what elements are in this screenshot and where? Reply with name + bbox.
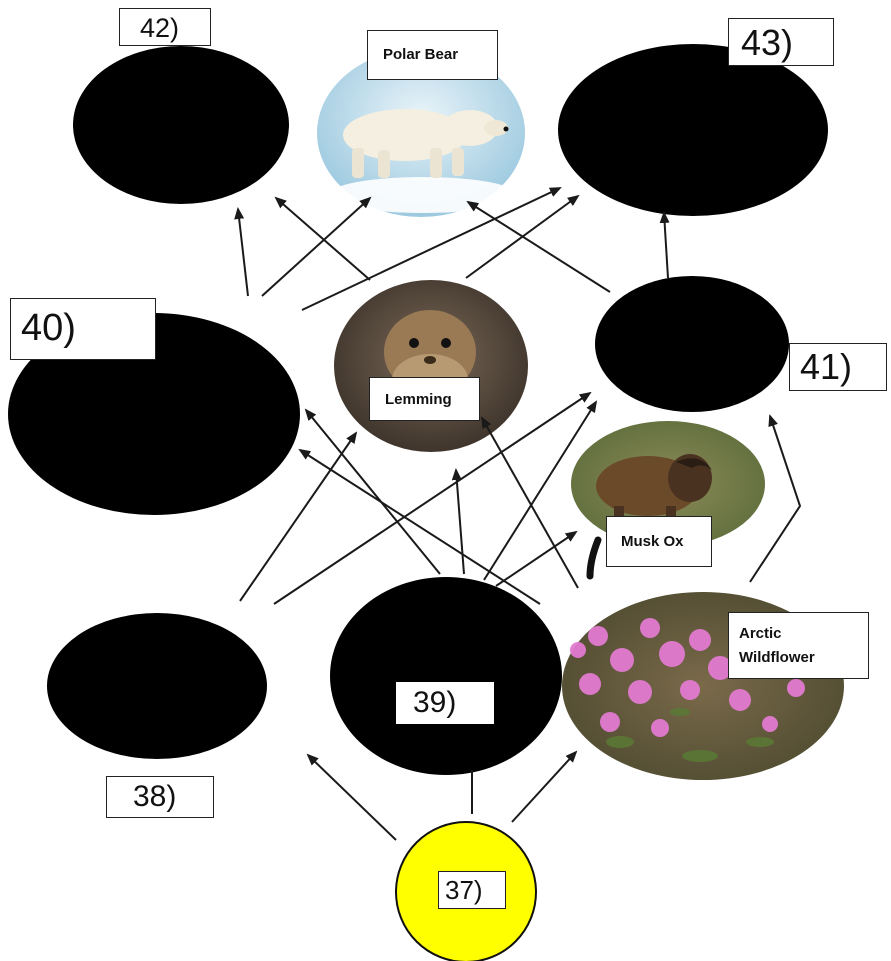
arrow <box>304 408 441 575</box>
arrow <box>261 196 372 297</box>
arrow <box>301 187 562 311</box>
musk-ox-picture <box>571 421 765 580</box>
node-41-blank <box>595 276 789 412</box>
label-37: 37) <box>445 875 483 905</box>
arctic-wildflower-label-line2: Wildflower <box>739 649 815 666</box>
arrow <box>481 416 579 589</box>
label-box-37: 37) <box>438 871 506 909</box>
arrow <box>273 391 592 605</box>
label-43: 43) <box>741 22 794 63</box>
lemming-label: Lemming <box>385 391 452 408</box>
arrow <box>451 468 465 575</box>
node-38-blank <box>47 613 267 759</box>
lemming-picture <box>334 280 528 452</box>
arrow <box>306 753 397 841</box>
musk-ox-label: Musk Ox <box>621 533 684 550</box>
arrow <box>234 207 249 297</box>
label-38: 38) <box>133 780 177 813</box>
arrow <box>274 196 371 281</box>
arrow <box>495 530 578 587</box>
label-box-41: 41) <box>789 343 887 391</box>
node-42-blank <box>73 46 289 204</box>
polar-bear-label-box: Polar Bear <box>367 30 498 80</box>
label-box-43: 43) <box>728 18 834 66</box>
arrow <box>298 448 541 605</box>
musk-ox-label-box: Musk Ox <box>606 516 712 567</box>
lemming-label-box: Lemming <box>369 377 480 421</box>
label-box-39: 39) <box>396 682 494 724</box>
arrow <box>483 400 598 581</box>
node-39-blank <box>330 577 562 775</box>
node-43-blank <box>558 44 828 216</box>
arrow <box>466 200 611 293</box>
arctic-wildflower-label-box: Arctic Wildflower <box>728 612 869 679</box>
arrow <box>659 211 670 279</box>
arctic-wildflower-label-line1: Arctic <box>739 625 782 642</box>
polar-bear-label: Polar Bear <box>383 46 459 63</box>
label-box-40: 40) <box>10 298 156 360</box>
polar-bear-picture <box>317 49 525 217</box>
label-box-38: 38) <box>106 776 214 818</box>
label-41: 41) <box>800 346 853 387</box>
arrow <box>511 750 578 823</box>
label-40: 40) <box>21 307 76 349</box>
label-39: 39) <box>413 686 457 719</box>
arrows <box>234 187 802 841</box>
arrow <box>239 431 358 602</box>
arrow <box>749 414 802 583</box>
node-40-blank <box>8 313 300 515</box>
label-42: 42) <box>140 13 180 43</box>
label-box-42: 42) <box>119 8 211 46</box>
